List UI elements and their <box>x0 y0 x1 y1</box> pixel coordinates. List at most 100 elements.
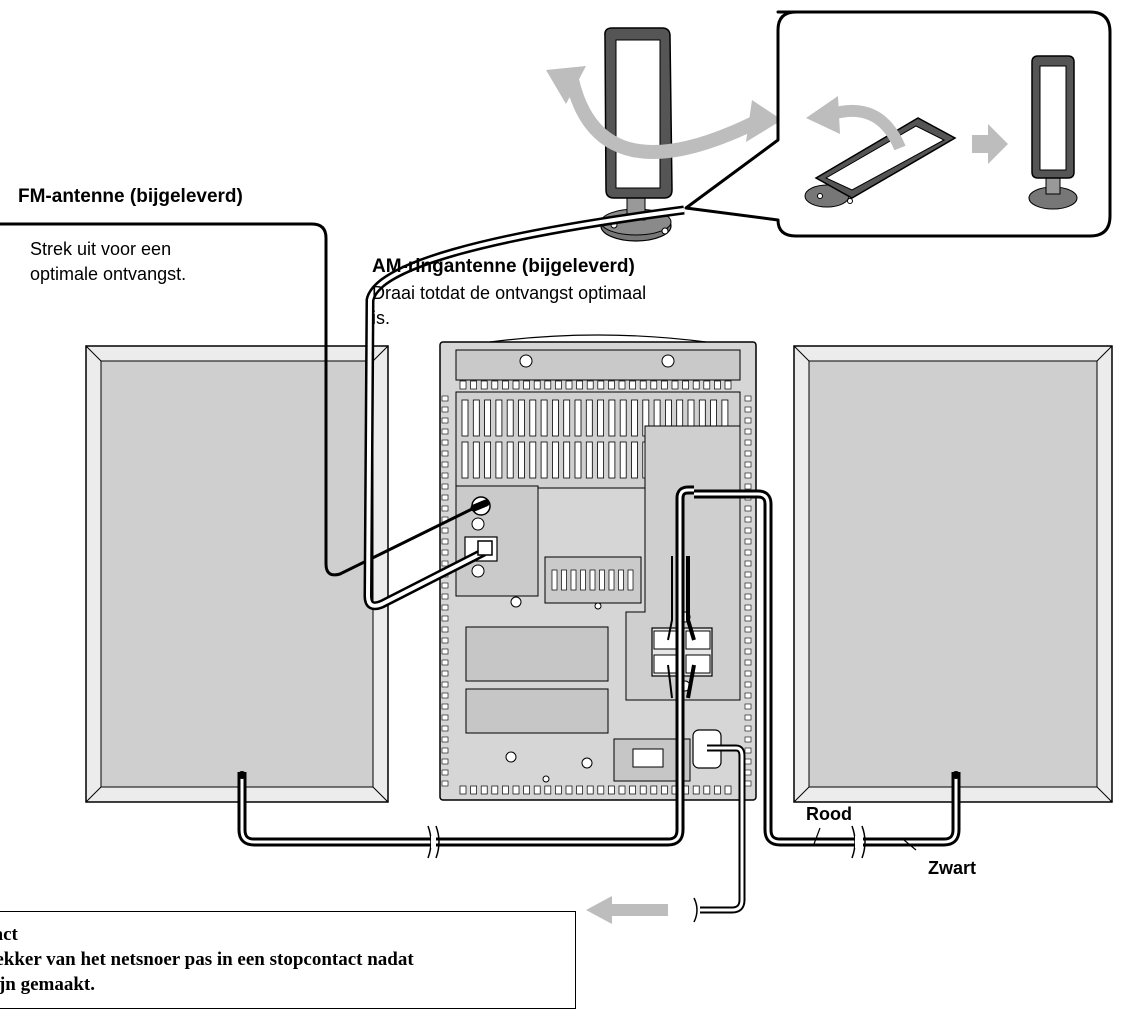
speaker-right <box>793 345 1113 803</box>
power-note-line2: tekker van het netsnoer pas in een stopc… <box>0 949 414 970</box>
connector-pins <box>551 569 634 591</box>
vent-slot <box>618 785 626 795</box>
vent-slot <box>576 380 583 390</box>
serration <box>744 560 752 567</box>
vent-slot <box>671 380 679 390</box>
grille-slot <box>484 441 492 479</box>
power-note-line1: stopcontact <box>0 924 18 945</box>
top-vents <box>459 380 732 390</box>
serration <box>441 538 449 545</box>
serration <box>744 417 752 424</box>
grille-slot <box>597 441 604 479</box>
vent-slot <box>565 380 573 390</box>
am-antenna-title: AM-ringantenne (bijgeleverd) <box>372 256 635 277</box>
vent-slot <box>459 380 467 390</box>
main-unit-back-panel <box>439 334 757 801</box>
serration <box>441 439 449 446</box>
serration <box>744 659 752 666</box>
serration <box>744 769 752 776</box>
connector-pin <box>570 569 577 591</box>
vent-slot <box>512 380 520 390</box>
grille-slot <box>608 441 616 479</box>
vent-slot <box>650 380 658 390</box>
serration <box>744 670 752 677</box>
serration <box>744 472 752 479</box>
power-note-line3: ndingen zijn gemaakt. <box>0 974 95 995</box>
serration <box>744 461 752 468</box>
serration <box>441 604 449 611</box>
fm-antenna-title: FM-antenne (bijgeleverd) <box>18 186 243 207</box>
vent-slot <box>597 785 605 795</box>
serration <box>744 593 752 600</box>
serration <box>744 516 752 523</box>
serration <box>441 659 449 666</box>
vent-slot <box>692 380 700 390</box>
grille-slot <box>540 399 548 437</box>
connector-pin <box>618 569 624 591</box>
serration <box>441 450 449 457</box>
serration <box>744 527 752 534</box>
serration <box>441 494 449 501</box>
vent-slot <box>491 380 499 390</box>
fm-wire-antenna <box>0 222 475 577</box>
callout-box <box>684 10 1112 238</box>
connector-pin <box>580 569 586 591</box>
grille-slot <box>574 441 582 479</box>
vent-slot <box>586 380 594 390</box>
serration <box>744 615 752 622</box>
vent-slot <box>459 785 467 795</box>
grille-slot <box>552 399 559 437</box>
serration <box>744 637 752 644</box>
vent-slot <box>703 785 711 795</box>
grille-slot <box>563 399 571 437</box>
serration <box>441 549 449 556</box>
serration <box>441 417 449 424</box>
serration <box>744 582 752 589</box>
vent-slot <box>629 380 636 390</box>
power-note-box: stopcontact tekker van het netsnoer pas … <box>0 911 576 1009</box>
serration <box>744 648 752 655</box>
serration <box>441 769 449 776</box>
vent-slot <box>533 380 541 390</box>
grille-slot <box>619 399 627 437</box>
grille-slot <box>585 399 593 437</box>
grille-slot <box>461 399 469 437</box>
am-antenna-desc-line1: Draai totdat de ontvangst optimaal <box>372 283 647 303</box>
connector-pin <box>627 569 634 591</box>
serration <box>441 626 449 633</box>
vent-slot <box>639 785 647 795</box>
vent-slot <box>544 380 552 390</box>
serration <box>744 758 752 765</box>
vent-slot <box>682 380 689 390</box>
vent-slot <box>470 380 477 390</box>
serration <box>441 758 449 765</box>
serration <box>744 439 752 446</box>
serration <box>441 593 449 600</box>
grille-slot <box>518 441 525 479</box>
vent-slot <box>608 380 615 390</box>
serration <box>441 483 449 490</box>
vent-slot <box>512 785 520 795</box>
serration <box>441 714 449 721</box>
grille-slot <box>563 441 571 479</box>
vent-slot <box>629 785 636 795</box>
serration <box>744 692 752 699</box>
grille-slot <box>495 399 503 437</box>
serration <box>441 692 449 699</box>
vent-slot <box>618 380 626 390</box>
serration <box>744 395 752 402</box>
serration <box>441 472 449 479</box>
serration <box>441 560 449 567</box>
vent-slot <box>576 785 583 795</box>
grille-slot <box>461 441 469 479</box>
grille-slot <box>608 399 616 437</box>
grille-slot <box>619 441 627 479</box>
vent-slot <box>586 785 594 795</box>
serration <box>744 736 752 743</box>
serration <box>441 703 449 710</box>
serration <box>744 538 752 545</box>
serration <box>744 483 752 490</box>
vent-slot <box>470 785 477 795</box>
rotate-arrow-icon <box>565 78 764 159</box>
